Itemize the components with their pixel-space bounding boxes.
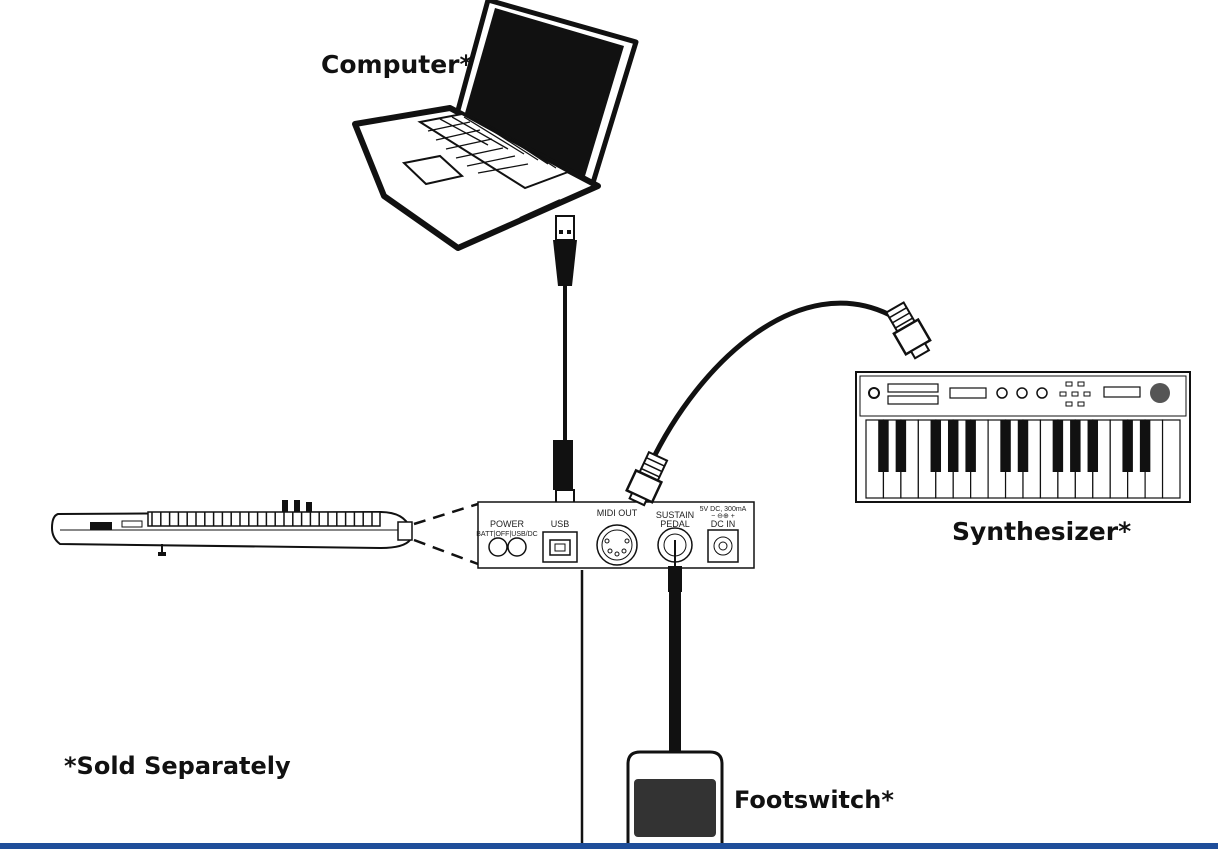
synth-black-key — [947, 420, 959, 472]
synth-black-key — [1139, 420, 1151, 472]
synth-black-key — [878, 420, 889, 472]
synth-black-key — [1052, 420, 1064, 472]
computer-label: Computer* — [321, 50, 473, 79]
zoom-lines — [413, 502, 479, 566]
usb-cable — [553, 215, 577, 513]
sustain-label-line1: SUSTAIN — [656, 510, 694, 520]
synthesizer-icon — [855, 371, 1191, 503]
synth-black-key — [1122, 420, 1133, 472]
synth-black-key — [1087, 420, 1099, 472]
synth-black-key — [1070, 420, 1081, 472]
sold-separately-note: *Sold Separately — [64, 752, 291, 780]
synth-black-key — [1017, 420, 1029, 472]
pedal-cable — [668, 540, 682, 752]
dc-rating-label: 5V DC, 300mA — [700, 506, 747, 513]
usb-label: USB — [551, 519, 570, 529]
power-modes-label: BATT|OFF|USB/DC — [476, 531, 537, 538]
midi-out-label: MIDI OUT — [597, 508, 638, 518]
dc-polarity-label: − ⊖⊕ + — [711, 513, 735, 520]
synth-white-key — [1161, 419, 1181, 499]
midi-cable — [625, 300, 932, 507]
power-label: POWER — [490, 519, 525, 529]
laptop-icon — [352, 0, 639, 251]
sustain-label-line2: PEDAL — [660, 519, 690, 529]
footer-bar — [0, 843, 1218, 849]
rear-panel: POWER BATT|OFF|USB/DC USB MIDI OUT SUSTA… — [476, 501, 755, 569]
synth-black-key — [930, 420, 942, 472]
keytar-side-view-icon — [50, 500, 413, 556]
synth-black-key — [1000, 420, 1011, 472]
synthesizer-label: Synthesizer* — [952, 517, 1132, 546]
dc-in-label: DC IN — [711, 519, 736, 529]
footswitch-label: Footswitch* — [734, 786, 894, 814]
footswitch-icon — [626, 750, 724, 851]
synth-black-key — [895, 420, 907, 472]
synth-black-key — [965, 420, 976, 472]
